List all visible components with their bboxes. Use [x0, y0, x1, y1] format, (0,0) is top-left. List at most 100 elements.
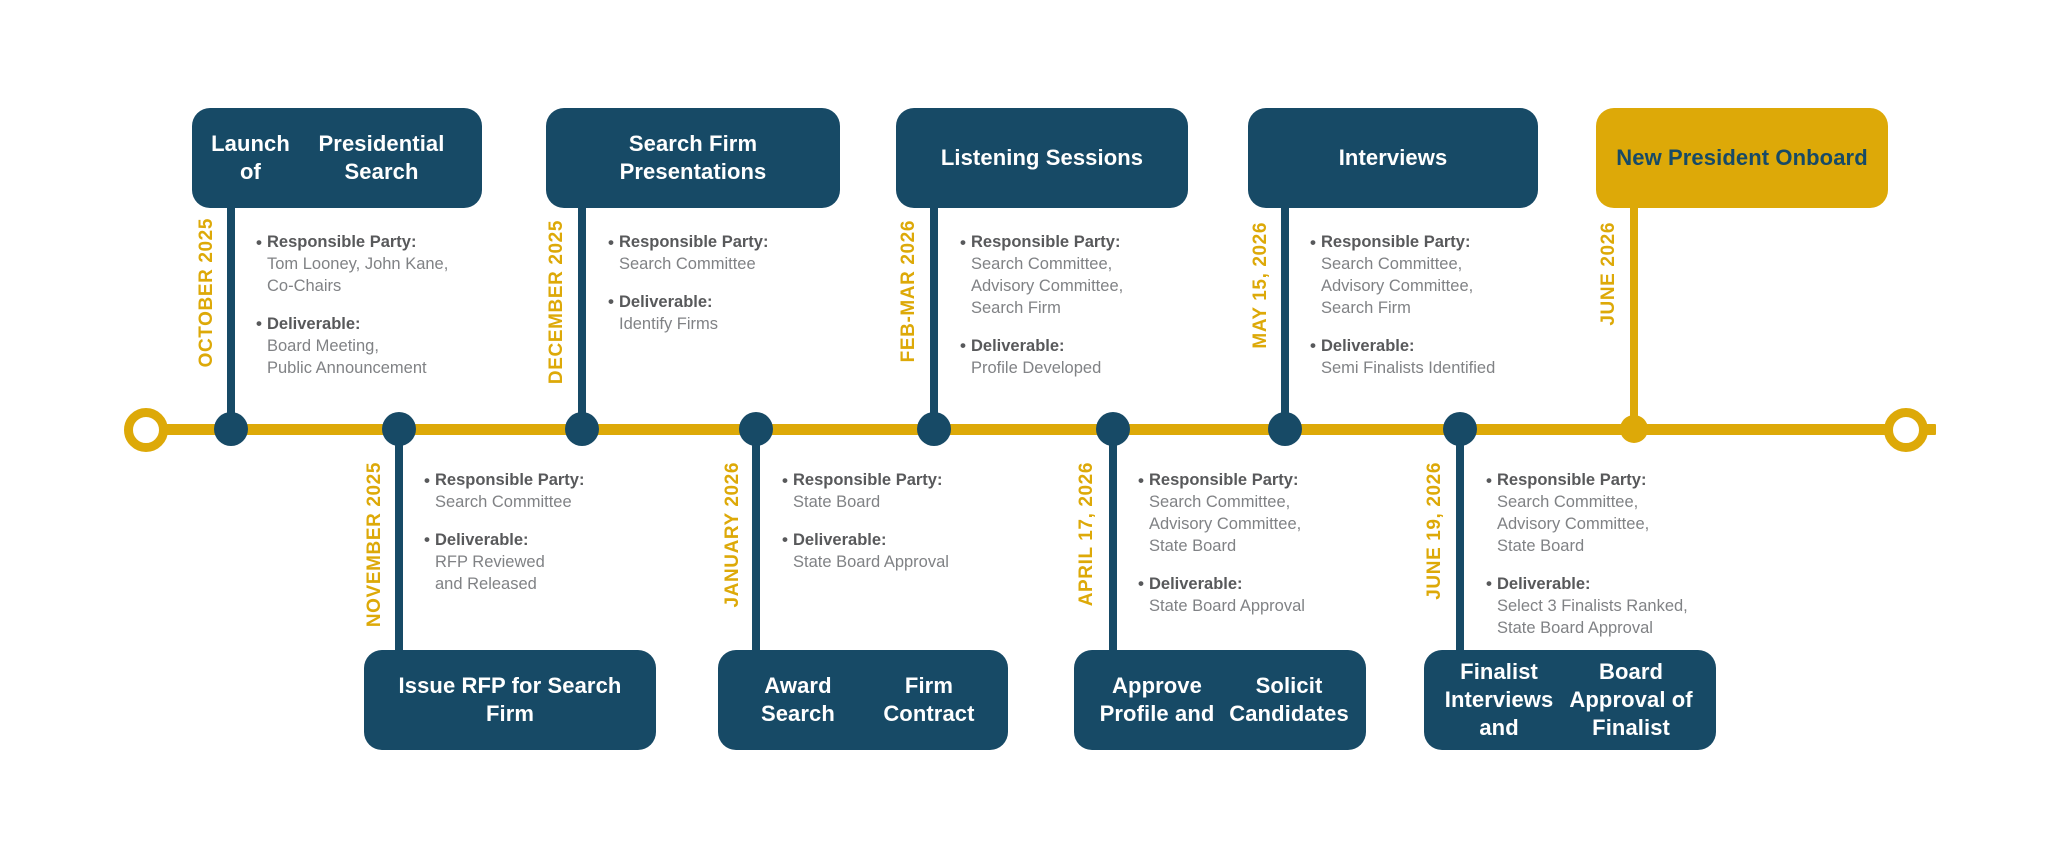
- date-label-feb-mar-2026: FEB-MAR 2026: [898, 220, 919, 363]
- deliverable-group: Deliverable: Identify Firms: [608, 291, 848, 336]
- title-box-april-17-2026[interactable]: Approve Profile and Solicit Candidates: [1074, 650, 1366, 750]
- text-line: Search Firm: [971, 298, 1061, 317]
- title-line: Listening Sessions: [940, 144, 1144, 170]
- details-november-2025: Responsible Party: Search Committee Deli…: [424, 470, 664, 596]
- title-box-january-2026[interactable]: Award Search Firm Contract: [718, 650, 1008, 750]
- title-line: Issue RFP for Search Firm: [398, 672, 622, 726]
- responsible-party-label: Responsible Party:: [424, 470, 664, 493]
- text-line: Advisory Committee,: [1321, 276, 1474, 295]
- responsible-party-group: Responsible Party: Tom Looney, John Kane…: [256, 232, 496, 298]
- stem-may-15-2026: [1281, 206, 1289, 426]
- text-line: Advisory Committee,: [1497, 514, 1650, 533]
- text-line: Select 3 Finalists Ranked,: [1497, 596, 1688, 615]
- responsible-party-value: State Board: [782, 492, 1022, 514]
- deliverable-group: Deliverable: Select 3 Finalists Ranked, …: [1486, 573, 1732, 640]
- text-line: Search Committee,: [1497, 492, 1639, 511]
- timeline-end-circle: [1884, 408, 1928, 452]
- title-line: Award Search: [760, 672, 835, 726]
- responsible-party-label: Responsible Party:: [1138, 470, 1378, 493]
- stem-april-17-2026: [1109, 432, 1117, 652]
- text-line: Tom Looney, John Kane,: [267, 254, 449, 273]
- title-box-october-2025[interactable]: Launch of Presidential Search: [192, 108, 482, 208]
- title-box-june-19-2026[interactable]: Finalist Interviews and Board Approval o…: [1424, 650, 1716, 750]
- deliverable-value: State Board Approval: [782, 552, 1022, 574]
- text-line: Advisory Committee,: [1149, 514, 1302, 533]
- deliverable-value: Semi Finalists Identified: [1310, 358, 1550, 380]
- title-line: Launch of: [211, 130, 290, 184]
- deliverable-group: Deliverable: Semi Finalists Identified: [1310, 335, 1550, 380]
- text-line: Advisory Committee,: [971, 276, 1124, 295]
- timeline-rail: [140, 424, 1936, 435]
- title-line: Firm Contract: [883, 672, 975, 726]
- date-label-june-19-2026: JUNE 19, 2026: [1424, 462, 1445, 600]
- responsible-party-group: Responsible Party: Search Committee, Adv…: [960, 232, 1200, 320]
- deliverable-value: RFP Reviewed and Released: [424, 552, 664, 596]
- text-line: State Board: [1497, 536, 1585, 555]
- text-line: State Board Approval: [1497, 618, 1653, 637]
- title-box-may-15-2026[interactable]: Interviews: [1248, 108, 1538, 208]
- text-line: State Board Approval: [793, 552, 949, 571]
- deliverable-label: Deliverable:: [1486, 573, 1732, 596]
- title-box-november-2025[interactable]: Issue RFP for Search Firm: [364, 650, 656, 750]
- stem-october-2025: [227, 206, 235, 426]
- text-line: Identify Firms: [619, 314, 719, 333]
- title-box-feb-mar-2026[interactable]: Listening Sessions: [896, 108, 1188, 208]
- text-line: Public Announcement: [267, 358, 427, 377]
- stem-june-2026: [1630, 206, 1638, 426]
- deliverable-value: Board Meeting, Public Announcement: [256, 336, 496, 380]
- title-line: Presidential Search: [318, 130, 445, 184]
- title-line: Board Approval of Finalist: [1569, 658, 1693, 741]
- responsible-party-value: Search Committee, Advisory Committee, St…: [1138, 492, 1378, 558]
- text-line: Board Meeting,: [267, 336, 379, 355]
- date-label-april-17-2026: APRIL 17, 2026: [1076, 462, 1097, 607]
- responsible-party-label: Responsible Party:: [256, 232, 496, 255]
- responsible-party-label: Responsible Party:: [1310, 232, 1550, 255]
- deliverable-group: Deliverable: State Board Approval: [1138, 573, 1378, 618]
- text-line: Semi Finalists Identified: [1321, 358, 1496, 377]
- responsible-party-group: Responsible Party: Search Committee, Adv…: [1310, 232, 1550, 320]
- responsible-party-group: Responsible Party: State Board: [782, 470, 1022, 514]
- responsible-party-group: Responsible Party: Search Committee: [608, 232, 848, 276]
- timeline-start-circle: [124, 408, 168, 452]
- details-april-17-2026: Responsible Party: Search Committee, Adv…: [1138, 470, 1378, 618]
- text-line: State Board: [793, 492, 881, 511]
- responsible-party-group: Responsible Party: Search Committee, Adv…: [1138, 470, 1378, 558]
- title-box-june-2026[interactable]: New President Onboard: [1596, 108, 1888, 208]
- deliverable-label: Deliverable:: [782, 529, 1022, 552]
- date-label-may-15-2026: MAY 15, 2026: [1250, 222, 1271, 349]
- deliverable-label: Deliverable:: [960, 335, 1200, 358]
- title-line: Search Firm Presentations: [619, 130, 767, 184]
- text-line: Search Committee,: [1149, 492, 1291, 511]
- responsible-party-label: Responsible Party:: [1486, 470, 1732, 493]
- title-line: Interviews: [1338, 144, 1448, 170]
- title-line: Solicit Candidates: [1229, 672, 1349, 726]
- text-line: Search Committee: [619, 254, 756, 273]
- responsible-party-value: Search Committee, Advisory Committee, Se…: [1310, 254, 1550, 320]
- date-label-october-2025: OCTOBER 2025: [196, 218, 217, 368]
- title-line: New President Onboard: [1616, 144, 1868, 170]
- deliverable-label: Deliverable:: [1138, 573, 1378, 596]
- text-line: Profile Developed: [971, 358, 1102, 377]
- text-line: RFP Reviewed: [435, 552, 545, 571]
- responsible-party-label: Responsible Party:: [608, 232, 848, 255]
- deliverable-label: Deliverable:: [1310, 335, 1550, 358]
- details-january-2026: Responsible Party: State Board Deliverab…: [782, 470, 1022, 574]
- deliverable-label: Deliverable:: [424, 529, 664, 552]
- responsible-party-value: Search Committee, Advisory Committee, Se…: [960, 254, 1200, 320]
- deliverable-value: Profile Developed: [960, 358, 1200, 380]
- title-line: Finalist Interviews and: [1444, 658, 1554, 741]
- text-line: State Board: [1149, 536, 1237, 555]
- title-box-december-2025[interactable]: Search Firm Presentations: [546, 108, 840, 208]
- deliverable-label: Deliverable:: [256, 313, 496, 336]
- date-label-december-2025: DECEMBER 2025: [546, 220, 567, 385]
- title-line: Approve Profile and: [1099, 672, 1215, 726]
- responsible-party-value: Search Committee, Advisory Committee, St…: [1486, 492, 1732, 558]
- deliverable-group: Deliverable: State Board Approval: [782, 529, 1022, 574]
- responsible-party-label: Responsible Party:: [782, 470, 1022, 493]
- text-line: State Board Approval: [1149, 596, 1305, 615]
- responsible-party-group: Responsible Party: Search Committee: [424, 470, 664, 514]
- stem-january-2026: [752, 432, 760, 652]
- date-label-november-2025: NOVEMBER 2025: [364, 462, 385, 628]
- date-label-june-2026: JUNE 2026: [1598, 222, 1619, 326]
